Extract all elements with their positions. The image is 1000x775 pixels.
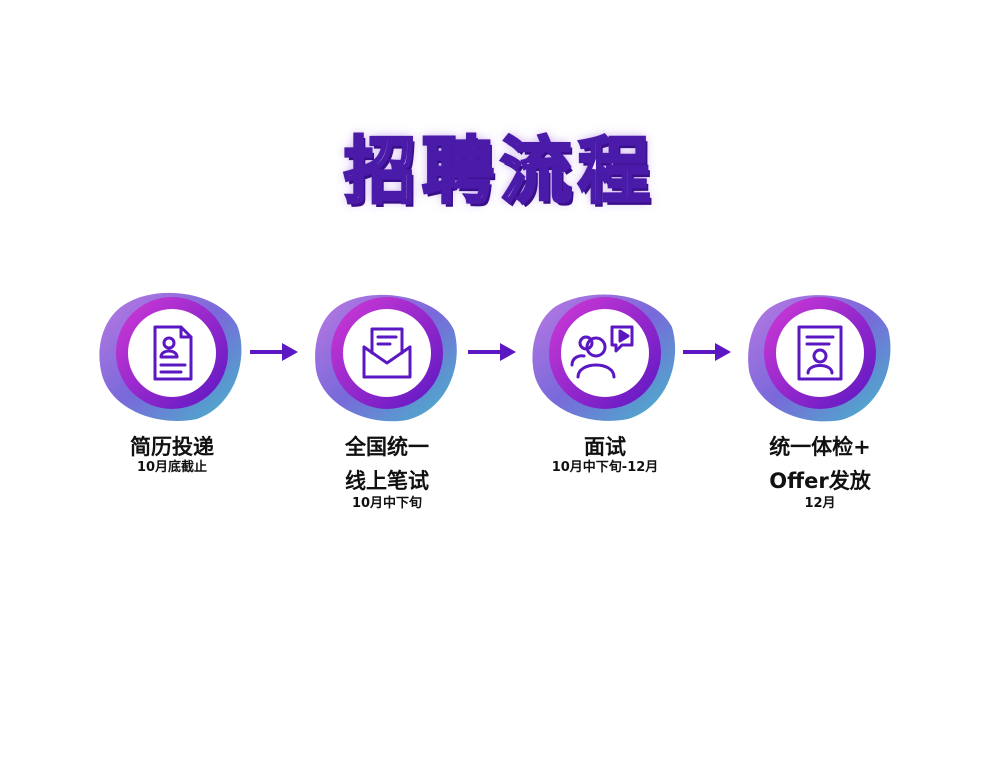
- interview-people-icon: [532, 294, 676, 421]
- step-title: 简历投递: [130, 435, 214, 459]
- step-title: 线上笔试: [345, 469, 429, 493]
- offer-certificate-icon: [748, 295, 891, 422]
- step-label-4: 统一体检+ Offer发放 12月: [720, 430, 920, 514]
- open-envelope-icon: [315, 294, 457, 422]
- step-title: Offer发放: [769, 469, 871, 493]
- arrow-right-icon: [468, 343, 516, 361]
- step-date: 10月底截止: [136, 460, 208, 475]
- step-label-2: 全国统一 线上笔试 10月中下旬: [287, 430, 487, 514]
- step-title: 面试: [584, 435, 626, 459]
- step-label-3: 面试 10月中下旬-12月: [505, 430, 705, 478]
- arrow-right-icon: [250, 343, 298, 361]
- step-date: 10月中下旬: [351, 496, 423, 511]
- step-date: 10月中下旬-12月: [551, 460, 659, 475]
- step-title: 全国统一: [345, 435, 429, 459]
- step-online-written-test: [312, 285, 462, 425]
- step-resume-submission: [97, 285, 247, 425]
- step-medical-check-offer: [745, 285, 895, 425]
- step-interview: [530, 285, 680, 425]
- arrow-right-icon: [683, 343, 731, 361]
- page-title: 招聘流程: [342, 128, 656, 215]
- step-date: 12月: [804, 496, 836, 511]
- step-title: 统一体检+: [769, 435, 871, 459]
- step-label-1: 简历投递 10月底截止: [72, 430, 272, 478]
- resume-document-icon: [99, 292, 242, 421]
